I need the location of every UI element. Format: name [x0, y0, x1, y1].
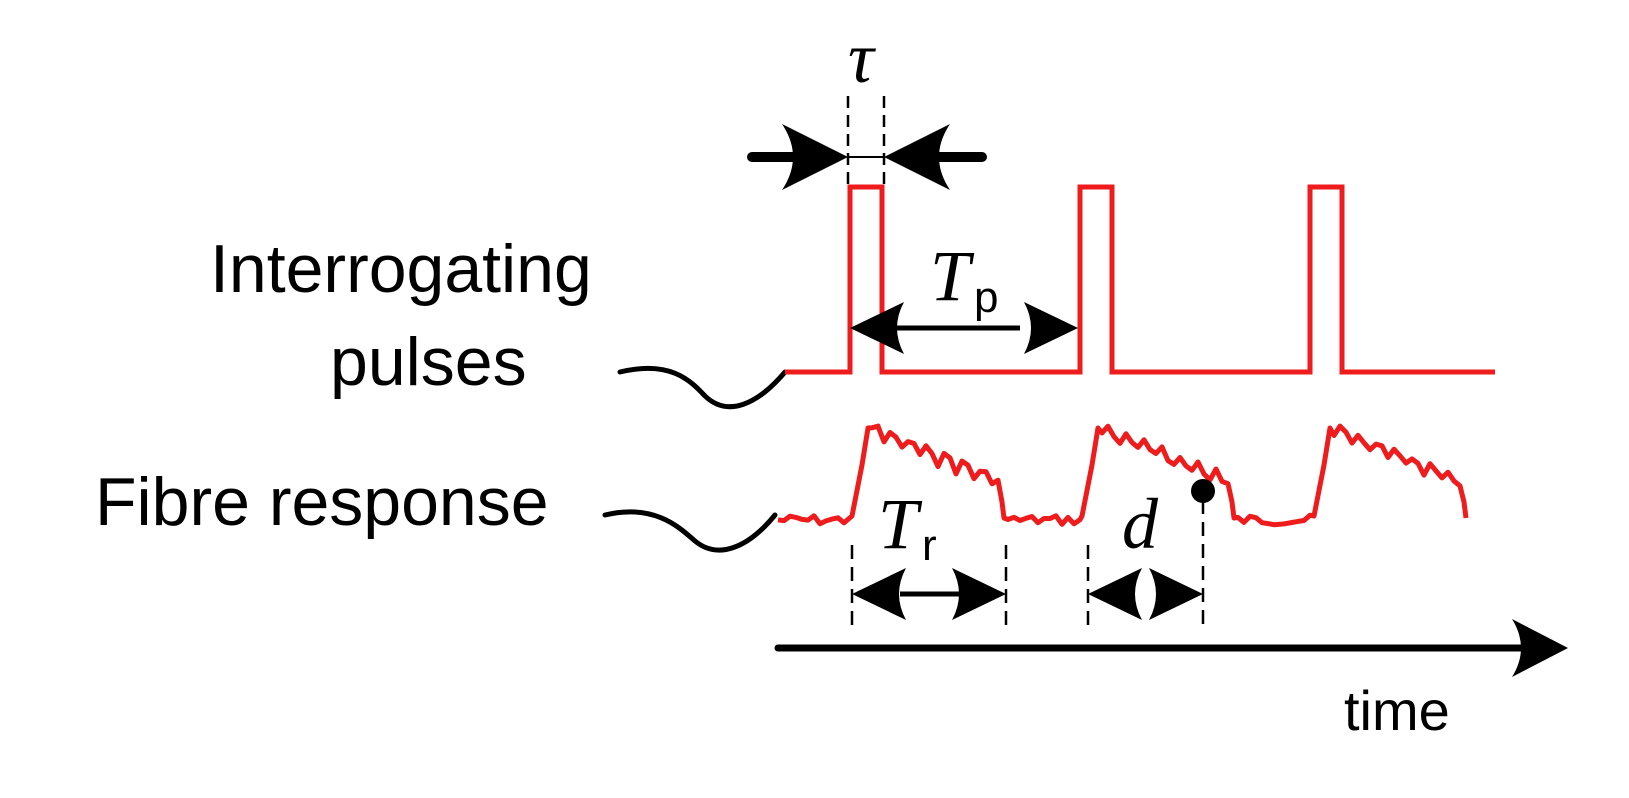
d-symbol: d	[1122, 484, 1159, 564]
d-marker-dot	[1191, 479, 1215, 503]
tau-arrow-right-head	[884, 124, 950, 190]
pulses-leader-curve	[617, 365, 788, 410]
tau-arrow-left-head	[782, 124, 848, 190]
interrogating-label-line1: Interrogating	[210, 231, 592, 307]
tr-arrow-left-head	[852, 568, 906, 620]
tr-arrow-right-head	[952, 568, 1006, 620]
d-arrow-left-head	[1088, 568, 1142, 620]
fibre-response-label: Fibre response	[95, 464, 549, 540]
interrogating-label-line2: pulses	[330, 324, 527, 400]
tp-symbol: Tp	[930, 236, 999, 322]
time-label: time	[1344, 679, 1450, 742]
pulse-train	[785, 184, 1495, 375]
tp-arrow-left-head	[850, 302, 904, 354]
d-arrow-right-head	[1149, 568, 1203, 620]
response-leader-curve	[602, 509, 778, 553]
tp-arrow-right-head	[1024, 302, 1078, 354]
tau-symbol: τ	[848, 18, 876, 98]
fibre-response-trace	[777, 423, 1469, 528]
time-axis-arrow-head	[1512, 619, 1568, 677]
tr-symbol: Tr	[878, 484, 937, 570]
